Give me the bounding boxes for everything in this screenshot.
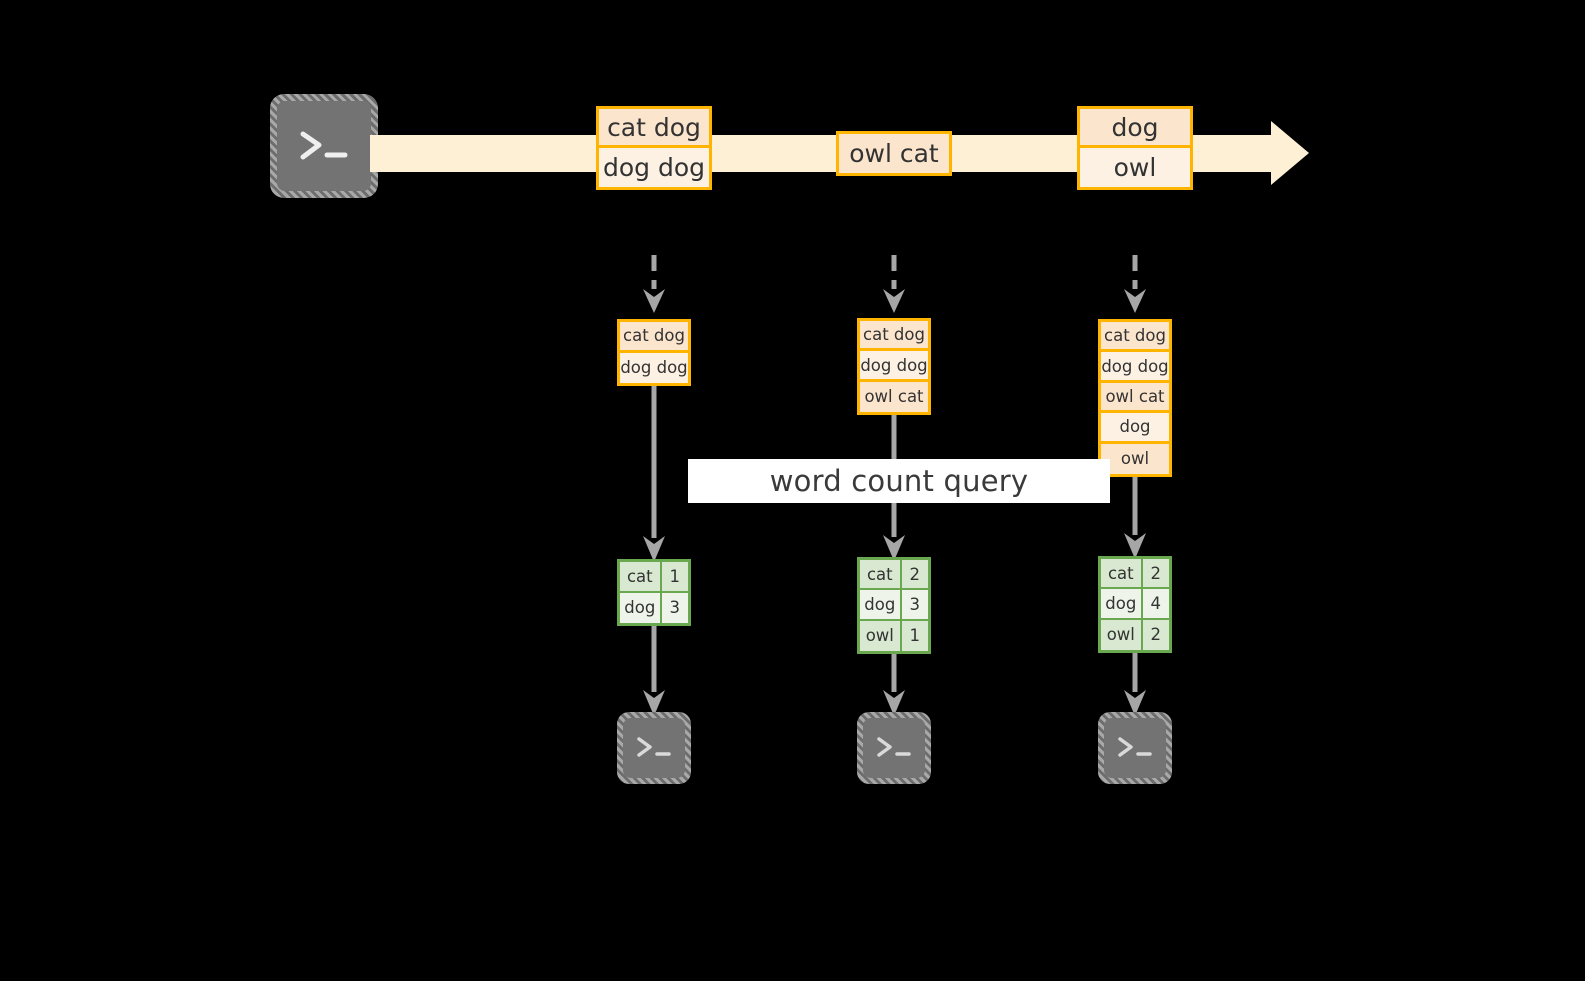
trigger-3-sink-terminal-icon[interactable] <box>1098 712 1172 784</box>
terminal-prompt-glyph <box>1104 718 1166 778</box>
terminal-prompt-glyph <box>277 101 371 191</box>
trigger-1-input-batch: cat dog dog dog <box>617 319 691 386</box>
input-line: owl cat <box>860 381 928 413</box>
terminal-screen <box>863 718 925 778</box>
result-count: 3 <box>661 592 688 623</box>
table-row: owl 2 <box>1101 619 1169 651</box>
stream-line: dog <box>1080 109 1190 148</box>
result-count: 2 <box>901 560 928 589</box>
input-line: dog dog <box>620 352 688 383</box>
terminal-prompt-glyph <box>863 718 925 778</box>
input-line: dog dog <box>860 351 928 382</box>
trigger-2-input-batch: cat dog dog dog owl cat <box>857 318 931 415</box>
input-line: cat dog <box>860 321 928 352</box>
input-line: dog dog <box>1101 352 1169 383</box>
trigger-1-sink-arrow-icon <box>640 626 668 718</box>
result-count: 2 <box>1142 559 1169 588</box>
table-row: cat 2 <box>1101 559 1169 590</box>
terminal-screen <box>1104 718 1166 778</box>
stream-line: owl <box>1080 148 1190 187</box>
result-count: 4 <box>1142 589 1169 618</box>
trigger-3-result-table: cat 2 dog 4 owl 2 <box>1098 556 1172 653</box>
terminal-screen <box>623 718 685 778</box>
stream-line: cat dog <box>599 109 709 148</box>
table-row: dog 3 <box>620 592 688 623</box>
terminal-prompt-glyph <box>623 718 685 778</box>
result-word: owl <box>860 620 902 652</box>
stream-line: owl cat <box>839 134 949 173</box>
input-line: dog <box>1101 413 1169 444</box>
right-arrow-icon <box>1271 121 1309 185</box>
stream-batch-3: dog owl <box>1077 106 1193 190</box>
trigger-2-result-table: cat 2 dog 3 owl 1 <box>857 557 931 654</box>
result-count: 1 <box>661 562 688 591</box>
trigger-3-process-arrow-icon <box>1121 477 1149 561</box>
table-row: cat 2 <box>860 560 928 591</box>
trigger-2-sink-terminal-icon[interactable] <box>857 712 931 784</box>
table-row: dog 3 <box>860 590 928 621</box>
result-count: 1 <box>901 620 928 652</box>
input-line: owl cat <box>1101 382 1169 414</box>
result-word: dog <box>620 592 662 623</box>
result-word: cat <box>1101 559 1143 588</box>
result-word: cat <box>620 562 662 591</box>
dashed-down-arrow-icon <box>1121 255 1149 317</box>
trigger-1-process-arrow-icon <box>640 386 668 564</box>
result-word: dog <box>1101 589 1143 618</box>
terminal-screen <box>277 101 371 191</box>
input-line: owl <box>1101 443 1169 475</box>
result-count: 2 <box>1142 619 1169 651</box>
stream-line: dog dog <box>599 148 709 187</box>
result-word: owl <box>1101 619 1143 651</box>
result-word: dog <box>860 590 902 619</box>
result-count: 3 <box>901 590 928 619</box>
stream-batch-1: cat dog dog dog <box>596 106 712 190</box>
dashed-down-arrow-icon <box>640 255 668 317</box>
result-word: cat <box>860 560 902 589</box>
dashed-down-arrow-icon <box>880 255 908 317</box>
table-row: owl 1 <box>860 620 928 652</box>
table-row: cat 1 <box>620 562 688 593</box>
trigger-3-sink-arrow-icon <box>1121 653 1149 718</box>
trigger-2-sink-arrow-icon <box>880 654 908 718</box>
table-row: dog 4 <box>1101 589 1169 620</box>
trigger-1-sink-terminal-icon[interactable] <box>617 712 691 784</box>
trigger-3-input-batch: cat dog dog dog owl cat dog owl <box>1098 319 1172 477</box>
input-line: cat dog <box>1101 322 1169 353</box>
trigger-1-result-table: cat 1 dog 3 <box>617 559 691 626</box>
query-label: word count query <box>688 459 1110 503</box>
stream-batch-2: owl cat <box>836 131 952 176</box>
input-line: cat dog <box>620 322 688 353</box>
source-terminal-icon[interactable] <box>270 94 378 198</box>
